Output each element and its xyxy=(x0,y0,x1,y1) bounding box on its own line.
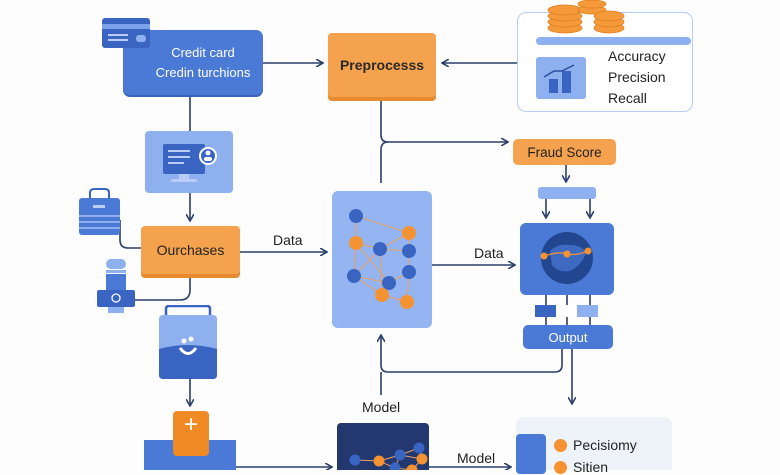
preprocess-node[interactable]: Preprocesss xyxy=(328,33,436,97)
result-item-label: Sitien xyxy=(573,459,609,475)
edge-preprocess-branch xyxy=(380,101,507,142)
edge-label-data-left: Data xyxy=(273,232,303,248)
graph-node xyxy=(349,236,363,250)
edge-branch-to-network xyxy=(380,141,389,183)
credit-card-icon xyxy=(102,18,150,48)
edge-bag-to-purchases xyxy=(119,220,141,249)
graph-edge xyxy=(355,215,410,234)
graph-edge xyxy=(355,242,390,284)
plus-glyph: + xyxy=(183,411,198,438)
result-panel[interactable]: Pecisiomy Sitien xyxy=(516,417,672,475)
edge-label-data-right: Data xyxy=(474,245,504,261)
graph-node xyxy=(373,242,387,256)
graph-node xyxy=(402,265,416,279)
purchases-node[interactable]: Ourchases xyxy=(141,226,240,274)
result-item: Pecisiomy xyxy=(554,437,637,453)
result-item: Sitien xyxy=(554,459,608,475)
bullet-dot-icon xyxy=(554,460,567,474)
edge-label-model-up: Model xyxy=(362,399,401,415)
metrics-list: Accuracy Precision Recall xyxy=(608,46,666,109)
metric-recall: Recall xyxy=(608,90,647,106)
graph-node xyxy=(349,454,361,466)
graph-node xyxy=(373,455,385,467)
graph-node xyxy=(402,226,416,240)
graph-node xyxy=(375,288,389,302)
monitor-user-icon[interactable] xyxy=(145,131,233,193)
result-color-bar xyxy=(516,434,546,474)
graph-node xyxy=(402,244,416,258)
globe-network-icon[interactable] xyxy=(520,223,614,295)
edge-pos-to-purchases xyxy=(125,274,191,301)
model-network-icon[interactable] xyxy=(337,423,429,470)
credit-card-transactions-node[interactable]: Credit card Credin turchions xyxy=(123,30,263,95)
fraud-score-label: Fraud Score xyxy=(527,144,602,160)
graph-node xyxy=(406,464,418,470)
output-label: Output xyxy=(548,329,588,345)
graph-node xyxy=(382,276,396,290)
bar-chart-trend-icon xyxy=(536,57,586,99)
graph-node xyxy=(413,442,425,454)
credit-card-line1: Credit card xyxy=(171,44,235,60)
neural-network-icon[interactable] xyxy=(332,191,432,328)
credit-card-line2: Credin turchions xyxy=(155,64,251,80)
edge-label-model-bottom: Model xyxy=(457,450,496,466)
shopping-bag-icon xyxy=(79,188,120,235)
graph-node xyxy=(389,462,401,470)
coin-stack-icon xyxy=(547,0,625,34)
purchases-label: Ourchases xyxy=(156,242,225,258)
graph-node xyxy=(349,209,363,223)
result-item-label: Pecisiomy xyxy=(573,437,637,453)
metrics-header-bar xyxy=(536,37,691,45)
graph-node xyxy=(347,269,361,283)
bullet-dot-icon xyxy=(554,438,567,452)
output-progress-strip xyxy=(535,305,598,317)
graph-node xyxy=(394,449,406,461)
pos-terminal-icon xyxy=(97,259,135,313)
graph-node xyxy=(400,295,414,309)
splitter-bar xyxy=(538,187,596,199)
edge-output-loop xyxy=(381,336,563,373)
output-node[interactable]: Output xyxy=(523,325,613,349)
metric-accuracy: Accuracy xyxy=(608,48,666,64)
graph-edge xyxy=(379,248,383,296)
preprocess-label: Preprocesss xyxy=(339,57,425,73)
metric-precision: Precision xyxy=(608,69,666,85)
plus-box-icon[interactable]: + xyxy=(173,411,209,456)
graph-node xyxy=(416,453,428,465)
fraud-score-node[interactable]: Fraud Score xyxy=(513,139,616,165)
bag-smile-icon[interactable] xyxy=(158,305,218,379)
